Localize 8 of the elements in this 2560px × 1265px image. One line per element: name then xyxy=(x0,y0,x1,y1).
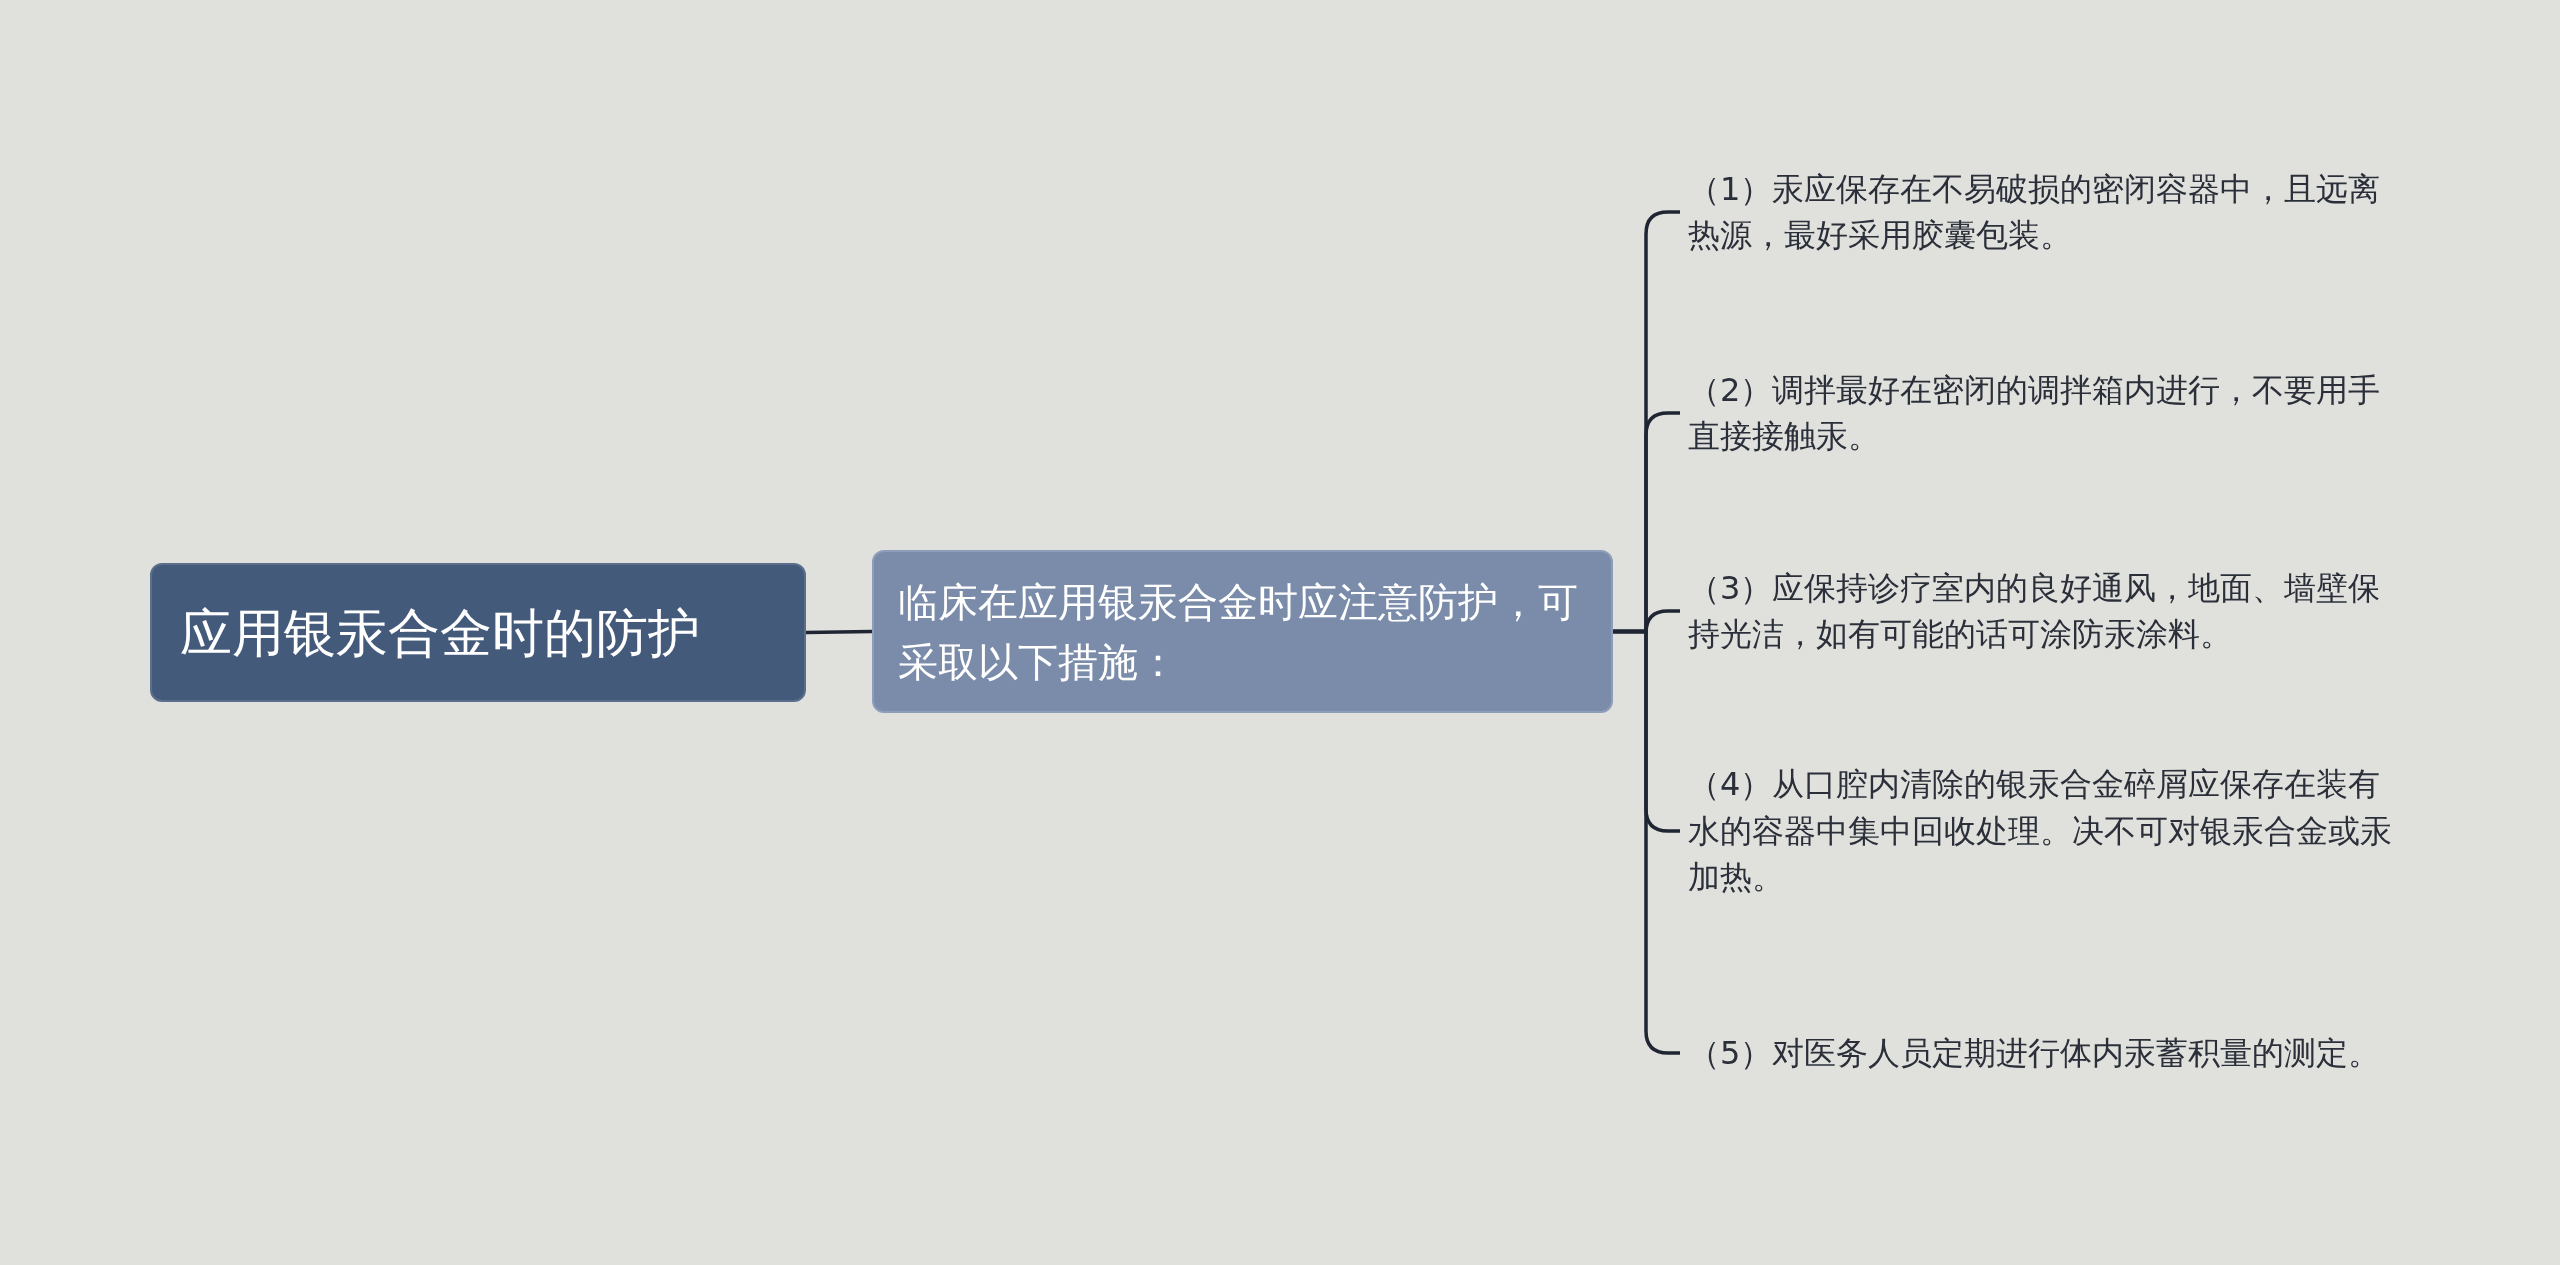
leaf-text: （2）调拌最好在密闭的调拌箱内进行，不要用手直接接触汞。 xyxy=(1680,361,2420,465)
subtopic-box: 临床在应用银汞合金时应注意防护，可采取以下措施： xyxy=(872,550,1613,713)
topic-box: 应用银汞合金时的防护 xyxy=(150,563,806,702)
leaf-text: （1）汞应保存在不易破损的密闭容器中，且远离热源，最好采用胶囊包装。 xyxy=(1680,160,2420,264)
leaf-text: （4）从口腔内清除的银汞合金碎屑应保存在装有水的容器中集中回收处理。决不可对银汞合金或汞加热。 xyxy=(1680,755,2420,907)
connector-line xyxy=(805,629,873,635)
leaf-text: （3）应保持诊疗室内的良好通风，地面、墙壁保持光洁，如有可能的话可涂防汞涂料。 xyxy=(1680,559,2420,663)
leaf-text: （5）对医务人员定期进行体内汞蓄积量的测定。 xyxy=(1680,1001,2420,1105)
